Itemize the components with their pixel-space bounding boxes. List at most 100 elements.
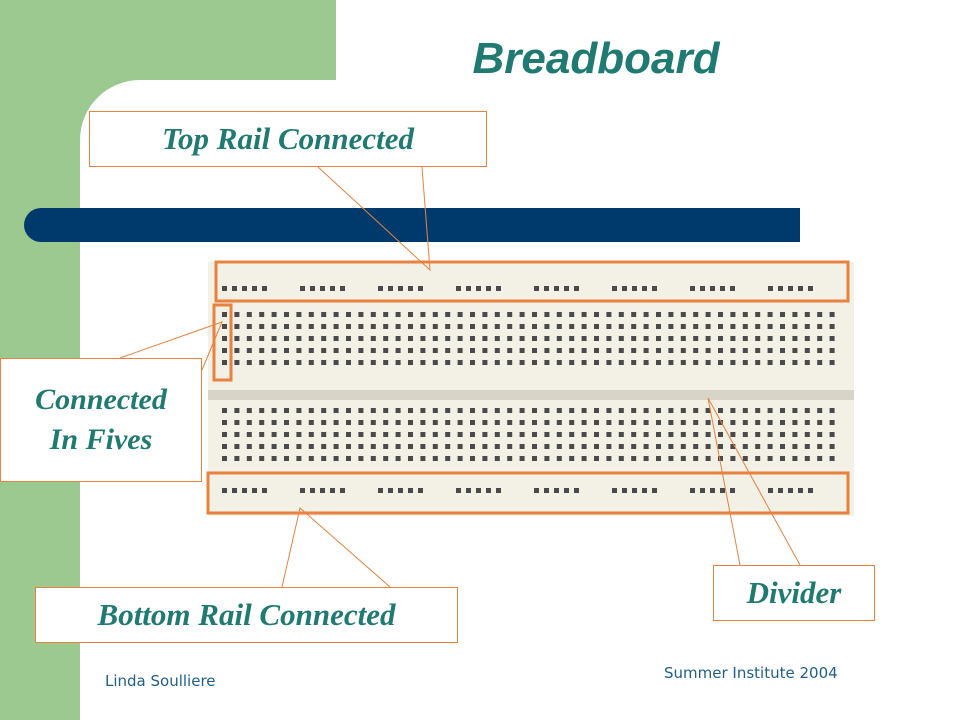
bottom-rail-hole bbox=[466, 488, 471, 493]
upper-terminal-hole bbox=[569, 312, 575, 317]
lower-terminal-hole bbox=[234, 432, 240, 437]
lower-terminal-hole bbox=[271, 444, 277, 449]
upper-terminal-hole bbox=[420, 336, 426, 341]
upper-terminal-hole bbox=[408, 312, 413, 317]
lower-terminal-hole bbox=[594, 408, 599, 413]
upper-terminal-hole bbox=[742, 324, 748, 329]
bottom-rail-hole bbox=[222, 488, 227, 493]
bottom-rail-hole bbox=[700, 488, 705, 493]
lower-terminal-hole bbox=[606, 420, 612, 425]
upper-terminal-hole bbox=[804, 336, 810, 341]
bottom-rail-hole bbox=[612, 488, 617, 493]
upper-terminal-hole bbox=[767, 336, 773, 341]
upper-terminal-hole bbox=[631, 348, 637, 353]
lower-terminal-hole bbox=[643, 444, 649, 449]
upper-terminal-hole bbox=[383, 336, 389, 341]
lower-terminal-hole bbox=[705, 444, 711, 449]
lower-terminal-hole bbox=[482, 420, 488, 425]
upper-terminal-hole bbox=[445, 336, 451, 341]
lower-terminal-hole bbox=[370, 420, 376, 425]
lower-terminal-hole bbox=[804, 444, 810, 449]
lower-terminal-hole bbox=[693, 432, 699, 437]
lower-terminal-hole bbox=[284, 444, 289, 449]
lower-terminal-hole bbox=[606, 432, 612, 437]
upper-terminal-hole bbox=[420, 324, 426, 329]
upper-terminal-hole bbox=[804, 324, 810, 329]
lower-terminal-hole bbox=[308, 444, 314, 449]
title-divider-bar bbox=[24, 208, 800, 242]
lower-terminal-hole bbox=[296, 432, 302, 437]
upper-terminal-hole bbox=[507, 324, 513, 329]
bottom-rail-hole bbox=[340, 488, 345, 493]
lower-terminal-hole bbox=[631, 420, 637, 425]
upper-terminal-hole bbox=[333, 348, 339, 353]
lower-terminal-hole bbox=[234, 408, 240, 413]
lower-terminal-hole bbox=[519, 420, 525, 425]
upper-terminal-hole bbox=[321, 324, 327, 329]
lower-terminal-hole bbox=[767, 420, 773, 425]
upper-terminal-hole bbox=[519, 312, 525, 317]
upper-terminal-hole bbox=[730, 324, 736, 329]
lower-terminal-hole bbox=[705, 456, 711, 461]
upper-terminal-hole bbox=[507, 336, 513, 341]
lower-terminal-hole bbox=[395, 432, 401, 437]
lower-terminal-hole bbox=[705, 408, 711, 413]
upper-terminal-hole bbox=[494, 324, 500, 329]
lower-terminal-hole bbox=[420, 456, 426, 461]
lower-terminal-hole bbox=[532, 408, 537, 413]
top-rail-hole bbox=[476, 286, 481, 291]
top-rail-hole bbox=[798, 286, 803, 291]
lower-terminal-hole bbox=[643, 420, 649, 425]
bottom-rail-hole bbox=[262, 488, 267, 493]
upper-terminal-hole bbox=[284, 336, 289, 341]
upper-terminal-hole bbox=[742, 336, 748, 341]
lower-terminal-hole bbox=[321, 444, 327, 449]
upper-terminal-hole bbox=[259, 324, 265, 329]
lower-terminal-hole bbox=[259, 420, 265, 425]
lower-terminal-hole bbox=[420, 408, 426, 413]
lower-terminal-hole bbox=[556, 456, 562, 461]
lower-terminal-hole bbox=[693, 408, 699, 413]
upper-terminal-hole bbox=[408, 336, 413, 341]
lower-terminal-hole bbox=[470, 444, 475, 449]
upper-terminal-hole bbox=[544, 324, 550, 329]
bottom-rail-hole bbox=[456, 488, 461, 493]
upper-terminal-hole bbox=[792, 324, 798, 329]
lower-terminal-hole bbox=[718, 432, 723, 437]
bottom-rail-hole bbox=[554, 488, 559, 493]
lower-terminal-hole bbox=[618, 456, 624, 461]
upper-terminal-hole bbox=[618, 324, 624, 329]
top-rail-hole bbox=[642, 286, 647, 291]
top-rail-hole bbox=[710, 286, 715, 291]
lower-terminal-hole bbox=[792, 420, 798, 425]
upper-terminal-hole bbox=[321, 360, 327, 365]
top-rail-hole bbox=[612, 286, 617, 291]
lower-terminal-hole bbox=[395, 408, 401, 413]
upper-terminal-hole bbox=[470, 348, 475, 353]
upper-terminal-hole bbox=[507, 312, 513, 317]
upper-terminal-hole bbox=[718, 324, 723, 329]
lower-terminal-hole bbox=[606, 444, 612, 449]
bottom-rail-hole bbox=[574, 488, 579, 493]
upper-terminal-hole bbox=[383, 360, 389, 365]
lower-terminal-hole bbox=[569, 420, 575, 425]
lower-terminal-hole bbox=[767, 432, 773, 437]
lower-terminal-hole bbox=[408, 456, 413, 461]
top-rail-hole bbox=[388, 286, 393, 291]
lower-terminal-hole bbox=[395, 456, 401, 461]
upper-terminal-hole bbox=[656, 312, 661, 317]
lower-terminal-hole bbox=[569, 456, 575, 461]
lower-terminal-hole bbox=[618, 408, 624, 413]
top-rail-hole bbox=[222, 286, 227, 291]
upper-terminal-hole bbox=[705, 348, 711, 353]
upper-terminal-hole bbox=[680, 312, 686, 317]
bottom-rail-hole bbox=[486, 488, 491, 493]
upper-terminal-hole bbox=[246, 324, 252, 329]
upper-terminal-hole bbox=[606, 360, 612, 365]
lower-terminal-hole bbox=[755, 420, 761, 425]
upper-terminal-hole bbox=[643, 336, 649, 341]
bottom-rail-hole bbox=[710, 488, 715, 493]
lower-terminal-hole bbox=[222, 420, 227, 425]
upper-terminal-hole bbox=[705, 360, 711, 365]
lower-terminal-hole bbox=[656, 408, 661, 413]
